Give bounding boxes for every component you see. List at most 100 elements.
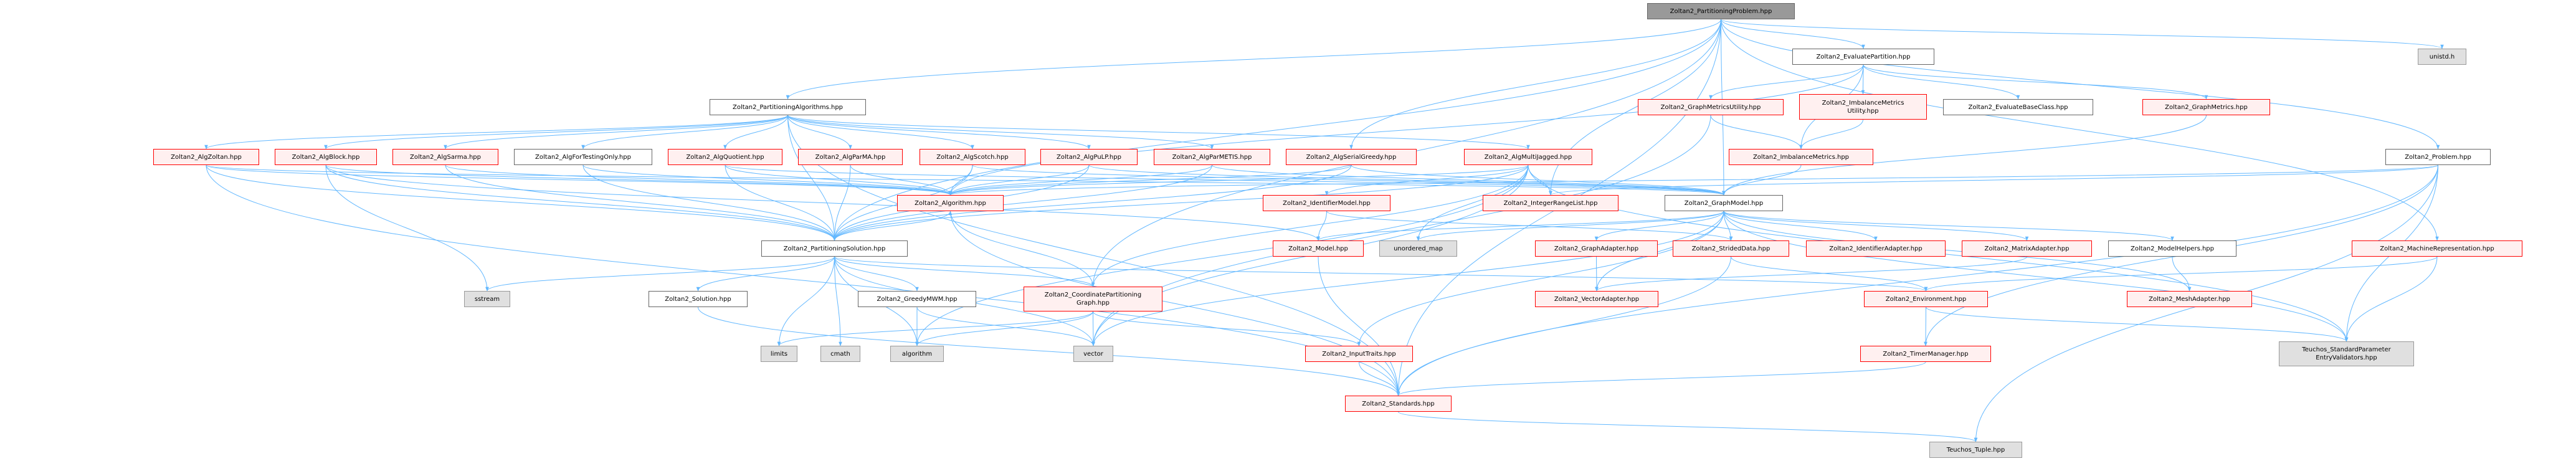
node-matrix-adapter[interactable]: Zoltan2_MatrixAdapter.hpp <box>1962 240 2092 257</box>
edge-AlgSarma-to-PartitioningSolution <box>445 164 837 241</box>
node-greedy-mwm[interactable]: Zoltan2_GreedyMWM.hpp <box>858 291 976 307</box>
node-coord-part-graph[interactable]: Zoltan2_CoordinatePartitioning Graph.hpp <box>1024 287 1162 311</box>
edge-EvaluatePartition-to-GraphMetrics <box>1863 64 2208 100</box>
node-alg-scotch[interactable]: Zoltan2_AlgScotch.hpp <box>920 149 1025 165</box>
node-model[interactable]: Zoltan2_Model.hpp <box>1273 240 1364 257</box>
node-graph-metrics[interactable]: Zoltan2_GraphMetrics.hpp <box>2142 99 2270 115</box>
edge-AlgBlock-to-PartitioningSolution <box>325 164 837 241</box>
node-alg-par-metis[interactable]: Zoltan2_AlgParMETIS.hpp <box>1154 149 1270 165</box>
node-model-helpers[interactable]: Zoltan2_ModelHelpers.hpp <box>2108 240 2236 257</box>
edge-PartitioningSolution-to-sstream <box>485 256 835 292</box>
edge-PartitioningSolution-to-CoordPartGraph <box>834 256 1095 287</box>
edge-PartitioningAlgorithms-to-PartitioningSolution <box>787 115 837 241</box>
edge-PartitioningProblem-to-PartitioningSolution <box>832 19 1721 241</box>
edge-StridedData-to-Environment <box>1731 256 1928 292</box>
edge-InputTraits-to-Standards <box>1359 361 1400 396</box>
node-vector[interactable]: vector <box>1073 346 1113 362</box>
node-partitioning-problem[interactable]: Zoltan2_PartitioningProblem.hpp <box>1647 3 1795 19</box>
edge-PartitioningSolution-to-limits <box>777 256 835 346</box>
node-identifier-model[interactable]: Zoltan2_IdentifierModel.hpp <box>1263 195 1390 211</box>
edge-Standards-to-TeuchosTuple <box>1398 411 1978 442</box>
edge-GraphMetricsUtility-to-ImbalanceMetrics <box>1710 115 1803 150</box>
node-unordered-map[interactable]: unordered_map <box>1379 240 1457 257</box>
edge-AlgMultiJagged-to-IdentifierModel <box>1324 164 1529 196</box>
edge-PartitioningAlgorithms-to-AlgZoltan <box>204 115 788 150</box>
edge-PartitioningProblem-to-PartitioningAlgorithms <box>786 19 1721 100</box>
node-environment[interactable]: Zoltan2_Environment.hpp <box>1864 291 1988 307</box>
edge-PartitioningAlgorithms-to-AlgQuotient <box>723 115 788 150</box>
edge-AlgZoltan-to-GraphModel <box>206 164 1726 196</box>
node-alg-quotient[interactable]: Zoltan2_AlgQuotient.hpp <box>668 149 782 165</box>
edge-GraphMetrics-to-GraphModel <box>1722 115 2207 196</box>
edge-AlgPuLP-to-Algorithm <box>948 164 1090 196</box>
node-graph-adapter[interactable]: Zoltan2_GraphAdapter.hpp <box>1535 240 1658 257</box>
node-teuchos-spev[interactable]: Teuchos_StandardParameter EntryValidator… <box>2279 341 2414 366</box>
edge-GraphModel-to-StridedData <box>1723 211 1733 241</box>
node-mesh-adapter[interactable]: Zoltan2_MeshAdapter.hpp <box>2127 291 2252 307</box>
edge-PartitioningAlgorithms-to-AlgForTestingOnly <box>581 115 788 150</box>
edge-GraphModel-to-TeuchosSPEV <box>1723 211 2349 342</box>
node-alg-multi-jagged[interactable]: Zoltan2_AlgMultiJagged.hpp <box>1464 149 1592 165</box>
edge-AlgMultiJagged-to-PartitioningSolution <box>832 164 1529 241</box>
edge-CoordPartGraph-to-algorithm <box>915 311 1093 346</box>
node-alg-block[interactable]: Zoltan2_AlgBlock.hpp <box>275 149 377 165</box>
edge-Algorithm-to-CoordPartGraph <box>950 211 1095 287</box>
edge-TimerManager-to-Standards <box>1396 361 1926 396</box>
node-timer-manager[interactable]: Zoltan2_TimerManager.hpp <box>1860 346 1991 362</box>
node-unistd[interactable]: unistd.h <box>2418 49 2466 65</box>
node-partitioning-solution[interactable]: Zoltan2_PartitioningSolution.hpp <box>761 240 908 257</box>
node-sstream[interactable]: sstream <box>464 291 510 307</box>
edge-AlgSarma-to-Algorithm <box>445 164 953 196</box>
edge-AlgParMETIS-to-PartitioningSolution <box>832 164 1212 241</box>
edge-PartitioningAlgorithms-to-AlgMultiJagged <box>787 115 1530 150</box>
node-partitioning-algorithms[interactable]: Zoltan2_PartitioningAlgorithms.hpp <box>710 99 866 115</box>
node-graph-model[interactable]: Zoltan2_GraphModel.hpp <box>1665 195 1783 211</box>
edge-PartitioningProblem-to-MachineRepresentation <box>1721 19 2439 241</box>
edge-AlgParMA-to-Algorithm <box>850 164 953 196</box>
node-alg-par-ma[interactable]: Zoltan2_AlgParMA.hpp <box>798 149 903 165</box>
node-strided-data[interactable]: Zoltan2_StridedData.hpp <box>1673 240 1789 257</box>
edge-AlgBlock-to-Model <box>325 164 1320 241</box>
node-limits[interactable]: limits <box>761 346 797 362</box>
node-cmath[interactable]: cmath <box>820 346 860 362</box>
node-alg-sarma[interactable]: Zoltan2_AlgSarma.hpp <box>392 149 498 165</box>
node-alg-serial-greedy[interactable]: Zoltan2_AlgSerialGreedy.hpp <box>1286 149 1417 165</box>
edge-GraphModel-to-MatrixAdapter <box>1723 211 2029 241</box>
node-imbalance-metrics[interactable]: Zoltan2_ImbalanceMetrics.hpp <box>1729 149 1873 165</box>
edge-PartitioningAlgorithms-to-AlgSarma <box>444 115 788 150</box>
edge-Problem-to-IntegerRangeList <box>1549 164 2438 196</box>
edge-Problem-to-Algorithm <box>949 164 2438 196</box>
node-evaluate-partition[interactable]: Zoltan2_EvaluatePartition.hpp <box>1792 49 1934 65</box>
edge-MatrixAdapter-to-VectorAdapter <box>1595 256 2027 292</box>
edge-AlgBlock-to-Algorithm <box>325 164 953 196</box>
node-input-traits[interactable]: Zoltan2_InputTraits.hpp <box>1305 346 1413 362</box>
node-integer-range-list[interactable]: Zoltan2_IntegerRangeList.hpp <box>1483 195 1618 211</box>
edge-AlgScotch-to-GraphModel <box>972 164 1726 196</box>
node-graph-metrics-utility[interactable]: Zoltan2_GraphMetricsUtility.hpp <box>1638 99 1784 115</box>
node-machine-representation[interactable]: Zoltan2_MachineRepresentation.hpp <box>2352 240 2522 257</box>
edge-PartitioningAlgorithms-to-Standards <box>787 115 1400 396</box>
node-standards[interactable]: Zoltan2_Standards.hpp <box>1345 396 1452 412</box>
node-algorithm[interactable]: Zoltan2_Algorithm.hpp <box>897 195 1004 211</box>
node-solution[interactable]: Zoltan2_Solution.hpp <box>649 291 748 307</box>
node-alg-pu-lp[interactable]: Zoltan2_AlgPuLP.hpp <box>1040 149 1138 165</box>
edge-GraphModel-to-MeshAdapter <box>1723 211 2192 292</box>
edge-ImbalanceMetrics-to-GraphModel <box>1722 164 1802 196</box>
edge-GreedyMWM-to-vector <box>916 307 1095 346</box>
edge-GraphModel-to-vector <box>1091 211 1724 346</box>
node-imbalance-metrics-utility[interactable]: Zoltan2_ImbalanceMetrics Utility.hpp <box>1799 94 1927 120</box>
edge-GraphModel-to-ModelHelpers <box>1723 211 2174 241</box>
edge-PartitioningAlgorithms-to-AlgBlock <box>324 115 788 150</box>
node-algorithm[interactable]: algorithm <box>890 346 944 362</box>
node-teuchos-tuple[interactable]: Teuchos_Tuple.hpp <box>1929 442 2022 458</box>
node-vector-adapter[interactable]: Zoltan2_VectorAdapter.hpp <box>1535 291 1658 307</box>
edge-AlgForTestingOnly-to-Algorithm <box>582 164 953 196</box>
node-alg-for-testing-only[interactable]: Zoltan2_AlgForTestingOnly.hpp <box>514 149 652 165</box>
edge-AlgParMETIS-to-Algorithm <box>948 164 1212 196</box>
node-identifier-adapter[interactable]: Zoltan2_IdentifierAdapter.hpp <box>1806 240 1946 257</box>
node-evaluate-base-class[interactable]: Zoltan2_EvaluateBaseClass.hpp <box>1943 99 2093 115</box>
node-problem[interactable]: Zoltan2_Problem.hpp <box>2385 149 2491 165</box>
node-alg-zoltan[interactable]: Zoltan2_AlgZoltan.hpp <box>153 149 259 165</box>
edge-AlgParMETIS-to-GraphModel <box>1212 164 1726 196</box>
